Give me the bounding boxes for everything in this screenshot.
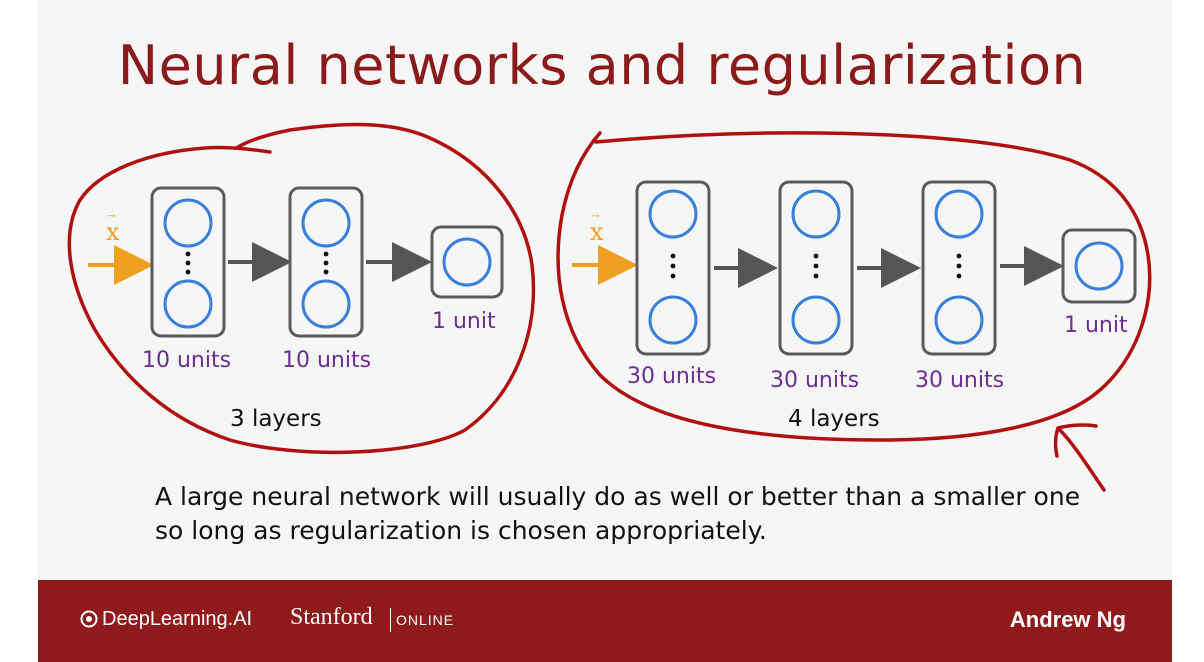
layer-1-units: 10 units bbox=[142, 348, 232, 373]
brand-logo: DeepLearning.AI bbox=[102, 608, 253, 630]
slide-title: Neural networks and regularization bbox=[117, 34, 1087, 97]
input-label: x bbox=[590, 218, 604, 246]
output-units: 1 unit bbox=[432, 309, 496, 334]
output-box bbox=[430, 225, 504, 299]
layer-3-units: 30 units bbox=[915, 368, 1005, 393]
neuron bbox=[934, 189, 984, 239]
ellipsis-dots bbox=[813, 253, 819, 279]
neuron bbox=[934, 295, 984, 345]
annotation-loop-left bbox=[67, 122, 536, 455]
neuron bbox=[163, 279, 213, 329]
input-label: x bbox=[106, 218, 120, 246]
neuron bbox=[301, 198, 351, 248]
left-layer-count: 3 layers bbox=[230, 406, 322, 432]
author-name: Andrew Ng bbox=[1009, 607, 1126, 632]
neuron bbox=[1074, 241, 1124, 291]
neuron bbox=[163, 198, 213, 248]
ellipsis-dots bbox=[956, 253, 962, 279]
layer-1-units: 30 units bbox=[627, 364, 717, 389]
annotation-pointer-arrow bbox=[1053, 423, 1106, 492]
output-box bbox=[1061, 228, 1137, 304]
layer-box bbox=[921, 180, 997, 356]
vector-arrow-mark: → bbox=[105, 206, 118, 221]
layer-box bbox=[635, 180, 711, 356]
deeplearning-logo-icon bbox=[80, 610, 98, 628]
layer-box bbox=[150, 186, 226, 338]
neuron bbox=[442, 237, 492, 287]
ellipsis-dots bbox=[185, 251, 191, 275]
body-text: A large neural network will usually do a… bbox=[155, 482, 1081, 545]
partner-suffix: ONLINE bbox=[396, 612, 455, 628]
vector-arrow-mark: → bbox=[589, 206, 602, 221]
neuron bbox=[791, 189, 841, 239]
layer-box bbox=[288, 186, 364, 338]
output-units: 1 unit bbox=[1064, 313, 1128, 338]
layer-2-units: 30 units bbox=[770, 368, 860, 393]
neuron bbox=[648, 295, 698, 345]
neuron bbox=[791, 295, 841, 345]
annotation-loop-right bbox=[556, 131, 1152, 442]
right-layer-count: 4 layers bbox=[788, 406, 880, 432]
ellipsis-dots bbox=[323, 251, 329, 275]
partner-logo: Stanford bbox=[290, 604, 373, 630]
footer-bar: DeepLearning.AI Stanford ONLINE Andrew N… bbox=[38, 580, 1172, 662]
neuron bbox=[648, 189, 698, 239]
layer-2-units: 10 units bbox=[282, 348, 372, 373]
ellipsis-dots bbox=[670, 253, 676, 279]
logo-divider bbox=[390, 608, 391, 632]
neuron bbox=[301, 279, 351, 329]
slide-background bbox=[38, 0, 1172, 662]
layer-box bbox=[778, 180, 854, 356]
